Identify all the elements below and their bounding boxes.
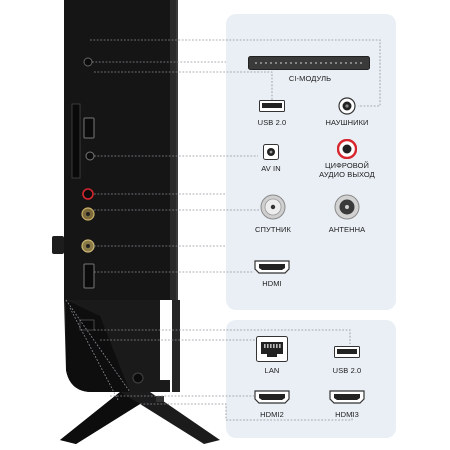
- tv-port-satellite-core: [86, 212, 90, 216]
- satellite-connector-icon: [260, 194, 286, 220]
- leader-diag-1: [65, 299, 131, 393]
- antenna-connector-icon: [334, 194, 360, 220]
- usb-icon: [259, 100, 285, 112]
- hdmi3-port-icon: [329, 390, 365, 404]
- lan-label: LAN: [264, 366, 280, 375]
- av-in-label: AV IN: [261, 164, 281, 173]
- leader-ci-module: [90, 39, 381, 107]
- av-in-jack-icon: [263, 144, 279, 160]
- digital-audio-label: ЦИФРОВОЙ АУДИО ВЫХОД: [319, 161, 375, 179]
- usb-top-label: USB 2.0: [257, 118, 287, 127]
- digital-audio-label-line2: АУДИО ВЫХОД: [319, 170, 375, 179]
- satellite-label: СПУТНИК: [254, 225, 292, 234]
- tv-port-lan: [79, 319, 95, 331]
- tv-side-button: [52, 236, 64, 254]
- hdmi-port-icon: [254, 260, 290, 274]
- leader-usb-top: [94, 71, 273, 100]
- hdmi-label: HDMI: [262, 279, 282, 288]
- usb-icon: [334, 346, 360, 358]
- headphones-label: НАУШНИКИ: [325, 118, 369, 127]
- tv-stand-shadow: [60, 392, 140, 444]
- tv-bottom-knob: [132, 372, 144, 384]
- ci-module-label: CI-МОДУЛЬ: [288, 74, 332, 83]
- tv-bottom-bezel: [172, 300, 180, 392]
- headphone-jack-icon: [338, 97, 356, 115]
- ci-module-slot-icon: [248, 56, 370, 70]
- tv-stand-screw: [156, 396, 164, 402]
- hdmi2-label: HDMI2: [260, 410, 284, 419]
- tv-edge-thin: [176, 0, 178, 300]
- leader-lan: [94, 329, 351, 344]
- tv-port-hdmi: [83, 263, 95, 289]
- leader-diag-2: [69, 307, 119, 401]
- tv-port-antenna-core: [86, 244, 90, 248]
- tv-port-usb: [83, 117, 95, 139]
- digital-audio-label-line1: ЦИФРОВОЙ: [324, 161, 370, 170]
- tv-body: [64, 0, 176, 318]
- tv-port-optical: [82, 188, 94, 200]
- tv-edge: [170, 0, 176, 300]
- lan-port-icon: [256, 336, 288, 362]
- usb-bottom-label: USB 2.0: [332, 366, 362, 375]
- hdmi3-label: HDMI3: [335, 410, 359, 419]
- tv-port-ci-slot: [71, 103, 81, 179]
- hdmi2-port-icon: [254, 390, 290, 404]
- leader-hdmi3: [140, 403, 353, 421]
- antenna-label: АНТЕННА: [328, 225, 366, 234]
- digital-audio-out-icon: [337, 139, 357, 159]
